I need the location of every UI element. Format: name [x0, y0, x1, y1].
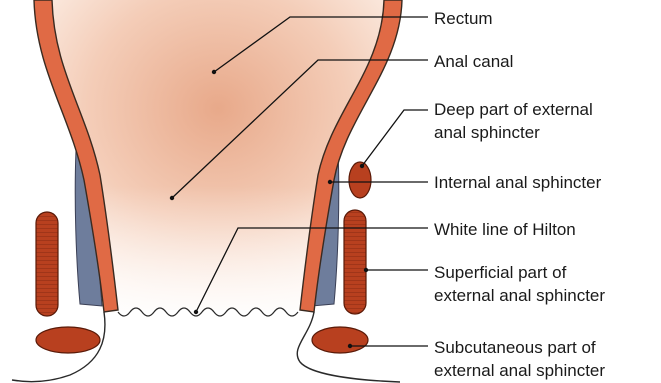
label-subcutaneous-line1: Subcutaneous part of — [434, 338, 596, 357]
label-internal-sphincter: Internal anal sphincter — [434, 173, 602, 192]
deep-external-sphincter — [349, 162, 371, 198]
label-anal-canal: Anal canal — [434, 52, 513, 71]
label-deep-part-line1: Deep part of external — [434, 100, 593, 119]
superficial-external-sphincter-right — [344, 210, 366, 314]
superficial-external-sphincter-left — [36, 212, 58, 316]
subcutaneous-external-sphincter-right — [312, 327, 368, 353]
label-superficial-line1: Superficial part of — [434, 263, 567, 282]
label-subcutaneous-line2: external anal sphincter — [434, 361, 605, 380]
label-deep-part-line2: anal sphincter — [434, 123, 540, 142]
label-rectum: Rectum — [434, 9, 493, 28]
subcutaneous-external-sphincter-left — [36, 327, 100, 353]
label-white-line-hilton: White line of Hilton — [434, 220, 576, 239]
label-superficial-line2: external anal sphincter — [434, 286, 605, 305]
